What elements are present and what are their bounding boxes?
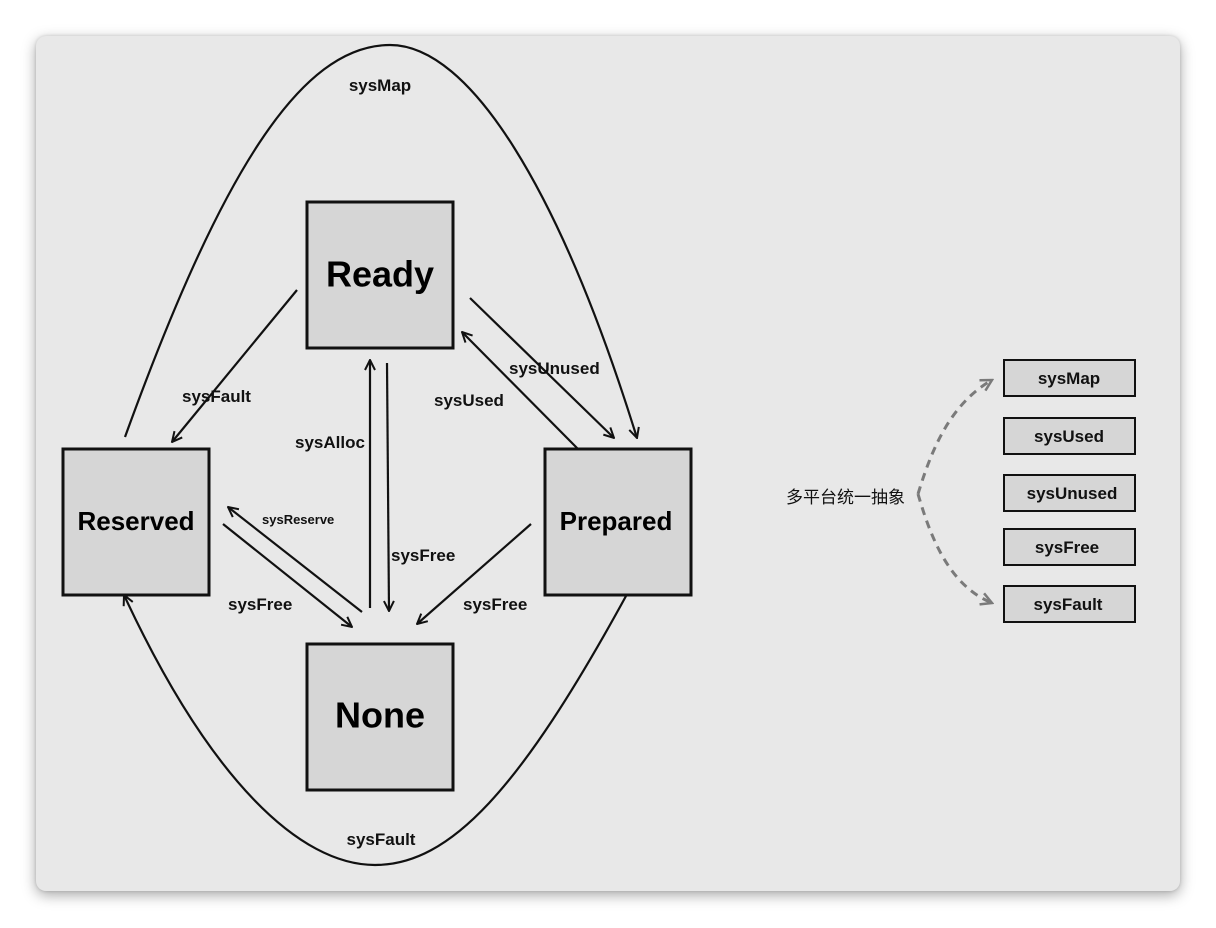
- function-box-sysused: [1003, 417, 1136, 455]
- function-list: sysMap sysUsed sysUnused sysFree sysFaul…: [1003, 359, 1136, 623]
- label-sysfree-reserved-none: sysFree: [228, 595, 292, 614]
- edge-ready-to-none: [387, 362, 389, 611]
- state-ready: [305, 200, 455, 350]
- label-sysreserve: sysReserve: [262, 512, 334, 527]
- label-sysfault-ready-reserved: sysFault: [182, 387, 251, 406]
- edge-reserved-to-none: [222, 523, 352, 627]
- arc-sysfault-bottom: [124, 595, 627, 867]
- dashed-arrow-up: [916, 378, 992, 495]
- label-sysfree-ready-none: sysFree: [391, 546, 455, 565]
- function-label-sysmap: sysMap: [1038, 369, 1100, 388]
- label-sysused: sysUsed: [434, 391, 504, 410]
- edge-prepared-to-ready: [462, 332, 579, 450]
- abstraction-label: 多平台统一抽象: [786, 488, 905, 508]
- edge-prepared-to-none: [417, 523, 532, 624]
- function-label-sysunused: sysUnused: [1027, 484, 1118, 503]
- function-box-sysfault: [1003, 585, 1136, 623]
- edge-none-to-reserved: [228, 507, 363, 613]
- dashed-arrow-down: [916, 493, 992, 603]
- state-none: [305, 642, 455, 792]
- state-none-label: None: [335, 695, 425, 736]
- label-sysmap-top: sysMap: [349, 76, 411, 95]
- label-sysfree-prepared-none: sysFree: [463, 595, 527, 614]
- state-reserved: [61, 447, 211, 597]
- label-sysfault-bottom: sysFault: [347, 830, 416, 849]
- state-reserved-label: Reserved: [77, 506, 194, 536]
- function-label-sysused: sysUsed: [1034, 427, 1104, 446]
- function-label-sysfree: sysFree: [1035, 538, 1099, 557]
- state-prepared-label: Prepared: [560, 506, 673, 536]
- state-prepared: [543, 447, 693, 597]
- edge-ready-to-prepared: [469, 297, 614, 438]
- label-sysunused: sysUnused: [509, 359, 600, 378]
- arc-sysmap: [123, 43, 637, 438]
- state-ready-label: Ready: [326, 254, 434, 295]
- function-label-sysfault: sysFault: [1034, 595, 1103, 614]
- function-box-sysunused: [1003, 474, 1136, 512]
- label-sysalloc: sysAlloc: [295, 433, 365, 452]
- edge-ready-to-reserved: [172, 289, 298, 442]
- function-box-sysmap: [1003, 359, 1136, 397]
- function-box-sysfree: [1003, 528, 1136, 566]
